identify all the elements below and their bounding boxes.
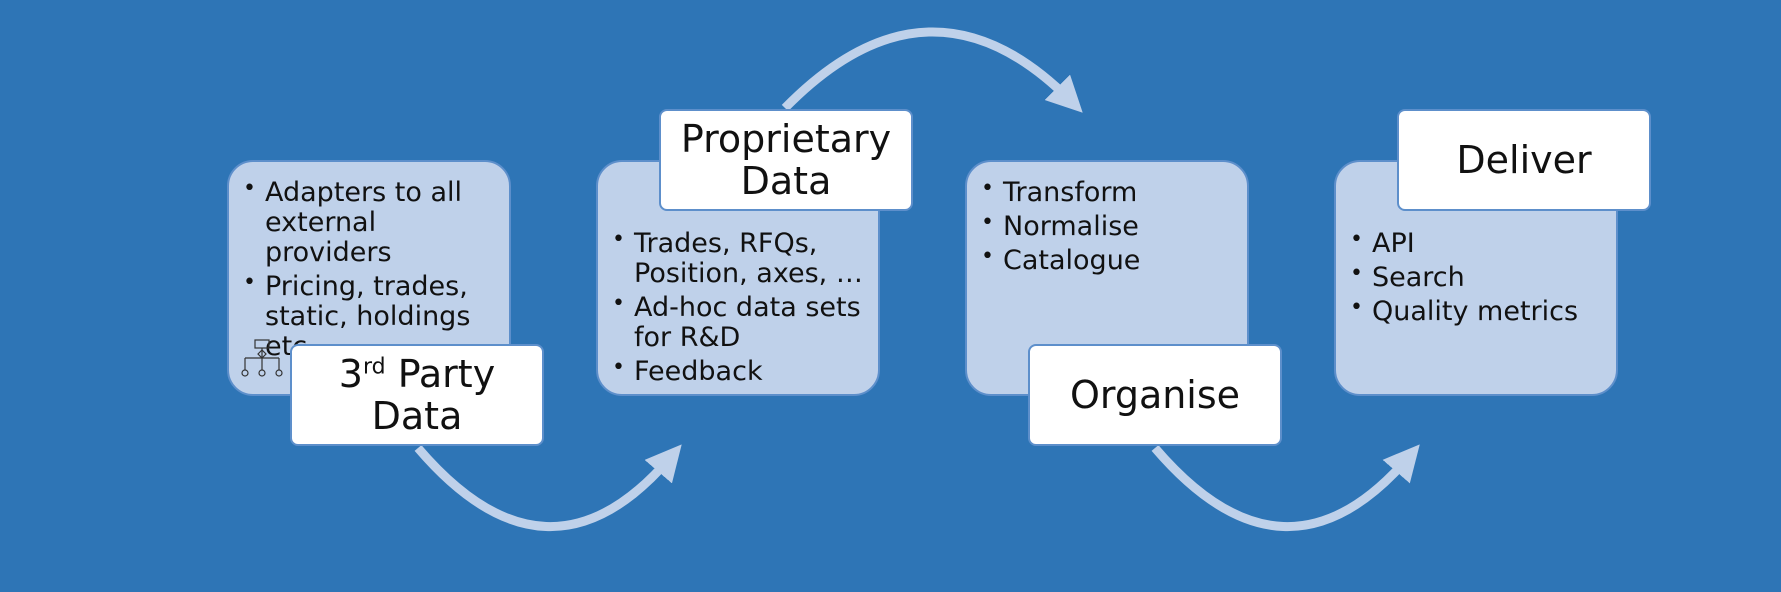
step-3-bullet-2: Normalise — [979, 208, 1239, 242]
step-2-title: Proprietary Data — [659, 109, 913, 211]
step-2-bullet-1: Trades, RFQs, Position, axes, … — [610, 225, 876, 289]
step-1-title-suffix: rd — [362, 354, 386, 380]
step-4-bullet-1: API — [1348, 225, 1608, 259]
step-4-bullet-3: Quality metrics — [1348, 293, 1608, 327]
step-1-title-line-1: 3rd Party — [339, 353, 495, 395]
step-4-bullets: API Search Quality metrics — [1348, 225, 1608, 331]
step-1-bullets: Adapters to all external providers Prici… — [241, 174, 501, 366]
step-2-bullet-2: Ad-hoc data sets for R&D — [610, 289, 876, 353]
arrow-3-to-4 — [1151, 444, 1420, 532]
step-2-bullet-3: Feedback — [610, 353, 876, 387]
step-3-bullets: Transform Normalise Catalogue — [979, 174, 1239, 280]
step-1-title: 3rd Party Data — [290, 344, 544, 446]
step-2-title-line-1: Proprietary — [680, 117, 892, 161]
arrow-1-to-2 — [414, 444, 682, 532]
step-3-title: Organise — [1028, 344, 1282, 446]
step-1-bullet-1: Adapters to all external providers — [241, 174, 501, 268]
step-2-bullets: Trades, RFQs, Position, axes, … Ad-hoc d… — [610, 225, 876, 391]
step-1-title-main: Party — [397, 352, 496, 396]
step-1-panel: Adapters to all external providers Prici… — [227, 160, 511, 396]
step-3-bullet-3: Catalogue — [979, 242, 1239, 276]
step-4-bullet-2: Search — [1348, 259, 1608, 293]
step-1-title-ordinal: 3 — [338, 352, 363, 396]
step-3-title-text: Organise — [1069, 373, 1241, 417]
step-4-title-text: Deliver — [1456, 138, 1592, 182]
org-chart-icon — [241, 339, 283, 377]
step-3-bullet-1: Transform — [979, 174, 1239, 208]
arrow-2-to-3 — [781, 27, 1083, 113]
step-1-bullet-2: Pricing, trades, static, holdings etc — [241, 268, 501, 362]
step-4-title: Deliver — [1397, 109, 1651, 211]
step-2-title-line-2: Data — [740, 159, 832, 203]
step-1-title-line-2: Data — [371, 394, 463, 438]
